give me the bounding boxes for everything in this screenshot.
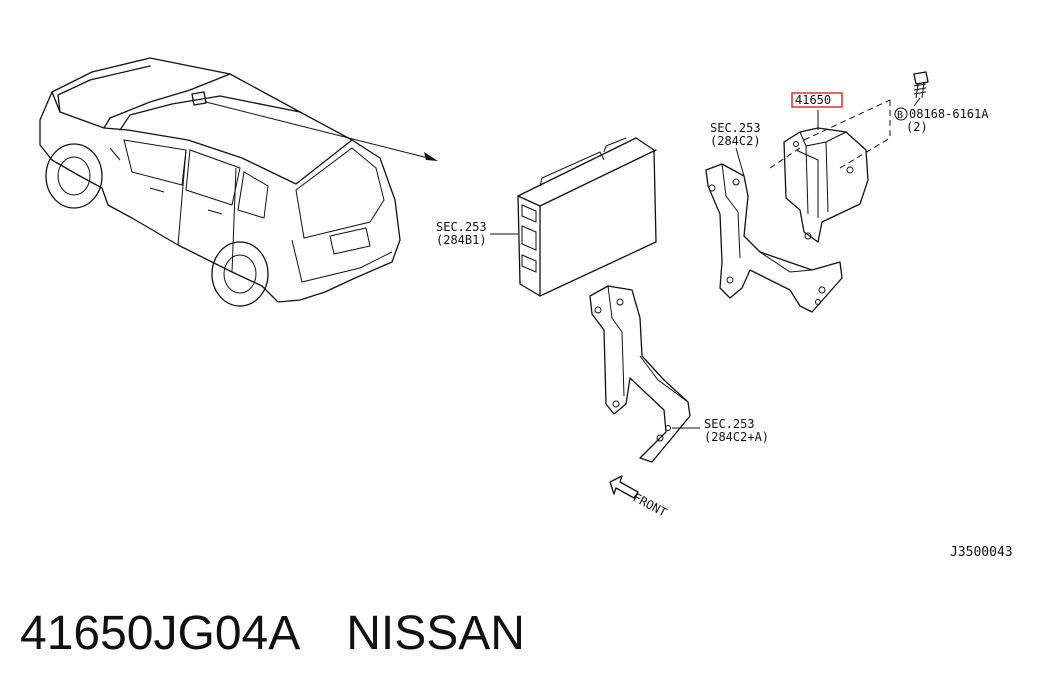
footer-brand: NISSAN — [346, 606, 525, 660]
parts-diagram: 41650 SEC.253 (284B1) SEC.253 (284C2) SE… — [39, 57, 1013, 560]
sec-module-line1[interactable]: SEC.253 — [436, 220, 487, 234]
diagram-code: J3500043 — [950, 545, 1013, 560]
vehicle-illustration — [39, 57, 438, 307]
footer: 41650JG04A NISSAN — [20, 598, 525, 668]
part-number-callout[interactable]: 41650 — [795, 93, 831, 107]
upper-bracket-illustration — [705, 147, 843, 313]
sec-bracket-upper-line2[interactable]: (284C2) — [710, 134, 761, 148]
front-label: FRONT — [631, 490, 669, 519]
bolt-illustration — [913, 71, 929, 107]
front-arrow-icon — [609, 475, 639, 499]
part-number-highlight — [791, 92, 843, 108]
footer-part-number: 41650JG04A — [20, 606, 301, 660]
sec-bracket-lower-line2[interactable]: (284C2+A) — [704, 430, 769, 444]
control-module-illustration — [490, 137, 657, 297]
bolt-symbol-circle — [894, 107, 908, 121]
bolt-code[interactable]: 08168-6161A — [909, 107, 989, 121]
bolt-qty: (2) — [906, 120, 928, 134]
sec-module-line2[interactable]: (284B1) — [436, 233, 487, 247]
sec-bracket-upper-line1[interactable]: SEC.253 — [710, 121, 761, 135]
bolt-symbol: B — [897, 110, 903, 121]
sensor-unit-illustration — [769, 99, 891, 243]
sec-bracket-lower-line1[interactable]: SEC.253 — [704, 417, 755, 431]
lower-bracket-illustration — [589, 285, 700, 463]
